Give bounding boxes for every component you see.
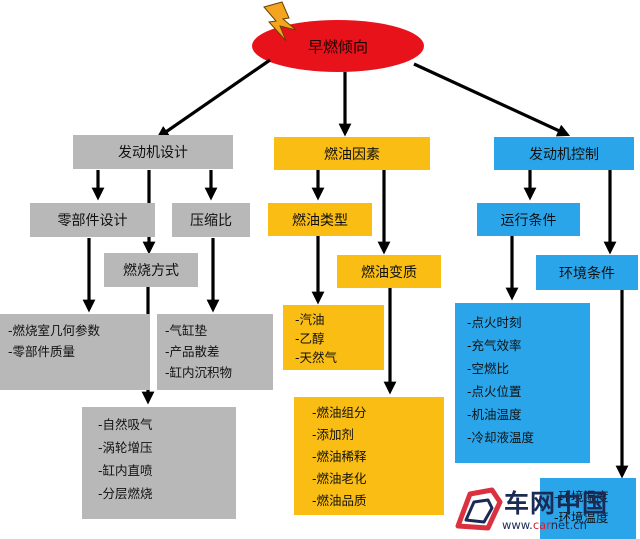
list-item: -充气效率 <box>467 338 522 353</box>
list-environment-conditions: -环境湿度 -环境温度 <box>540 478 636 539</box>
list-item: -点火位置 <box>467 384 522 399</box>
list-item: -零部件质量 <box>8 344 76 359</box>
list-item: -乙醇 <box>295 331 325 346</box>
list-item: -添加剂 <box>312 427 355 442</box>
list-fuel-type: -汽油 -乙醇 -天然气 <box>283 305 384 370</box>
logo-mark-icon <box>455 487 503 531</box>
branch-fuel-factors: 燃油因素 <box>274 137 430 170</box>
list-item: -点火时刻 <box>467 315 522 330</box>
list-item: -产品散差 <box>165 344 220 359</box>
list-item: -缸内直喷 <box>98 463 153 478</box>
list-compression-ratio: -气缸垫 -产品散差 -缸内沉积物 <box>157 314 273 390</box>
list-item: -冷却液温度 <box>467 430 535 445</box>
list-item: -环境湿度 <box>554 489 609 504</box>
branch-engine-control: 发动机控制 <box>494 137 634 170</box>
node-fuel-deterioration: 燃油变质 <box>337 255 441 288</box>
list-item: -天然气 <box>295 350 338 365</box>
list-operating-conditions: -点火时刻 -充气效率 -空燃比 -点火位置 -机油温度 -冷却液温度 <box>455 303 590 463</box>
watermark-title: 车网中国 <box>504 489 609 518</box>
list-item: -自然吸气 <box>98 417 153 432</box>
list-item: -涡轮增压 <box>98 440 153 455</box>
list-item: -环境温度 <box>554 510 609 525</box>
watermark-url: www.carnet.cn <box>502 518 587 532</box>
node-combustion-mode: 燃烧方式 <box>104 253 198 287</box>
list-fuel-deterioration: -燃油组分 -添加剂 -燃油稀释 -燃油老化 -燃油品质 <box>294 397 444 515</box>
list-part-design: -燃烧室几何参数 -零部件质量 <box>0 314 150 390</box>
node-environment-conditions: 环境条件 <box>536 255 638 290</box>
node-operating-conditions: 运行条件 <box>477 203 580 236</box>
list-item: -机油温度 <box>467 407 522 422</box>
list-item: -缸内沉积物 <box>165 365 233 380</box>
lightning-icon <box>263 1 297 42</box>
branch-engine-design: 发动机设计 <box>73 135 233 169</box>
list-item: -气缸垫 <box>165 323 208 338</box>
list-item: -燃油组分 <box>312 405 367 420</box>
list-item: -空燃比 <box>467 361 510 376</box>
list-item: -燃油稀释 <box>312 449 367 464</box>
root-ellipse <box>252 20 424 72</box>
list-item: -分层燃烧 <box>98 486 153 501</box>
list-item: -燃油品质 <box>312 493 367 508</box>
list-item: -燃油老化 <box>312 471 367 486</box>
list-combustion-mode: -自然吸气 -涡轮增压 -缸内直喷 -分层燃烧 <box>82 407 236 519</box>
node-compression-ratio: 压缩比 <box>172 203 250 237</box>
connector-arrows <box>82 58 629 479</box>
watermark-logo: 车网中国 www.carnet.cn <box>448 480 640 539</box>
root-node-label: 早燃倾向 <box>307 38 368 56</box>
list-item: -汽油 <box>295 312 325 327</box>
node-fuel-type: 燃油类型 <box>268 203 372 236</box>
list-item: -燃烧室几何参数 <box>8 323 101 338</box>
node-part-design: 零部件设计 <box>30 203 155 237</box>
